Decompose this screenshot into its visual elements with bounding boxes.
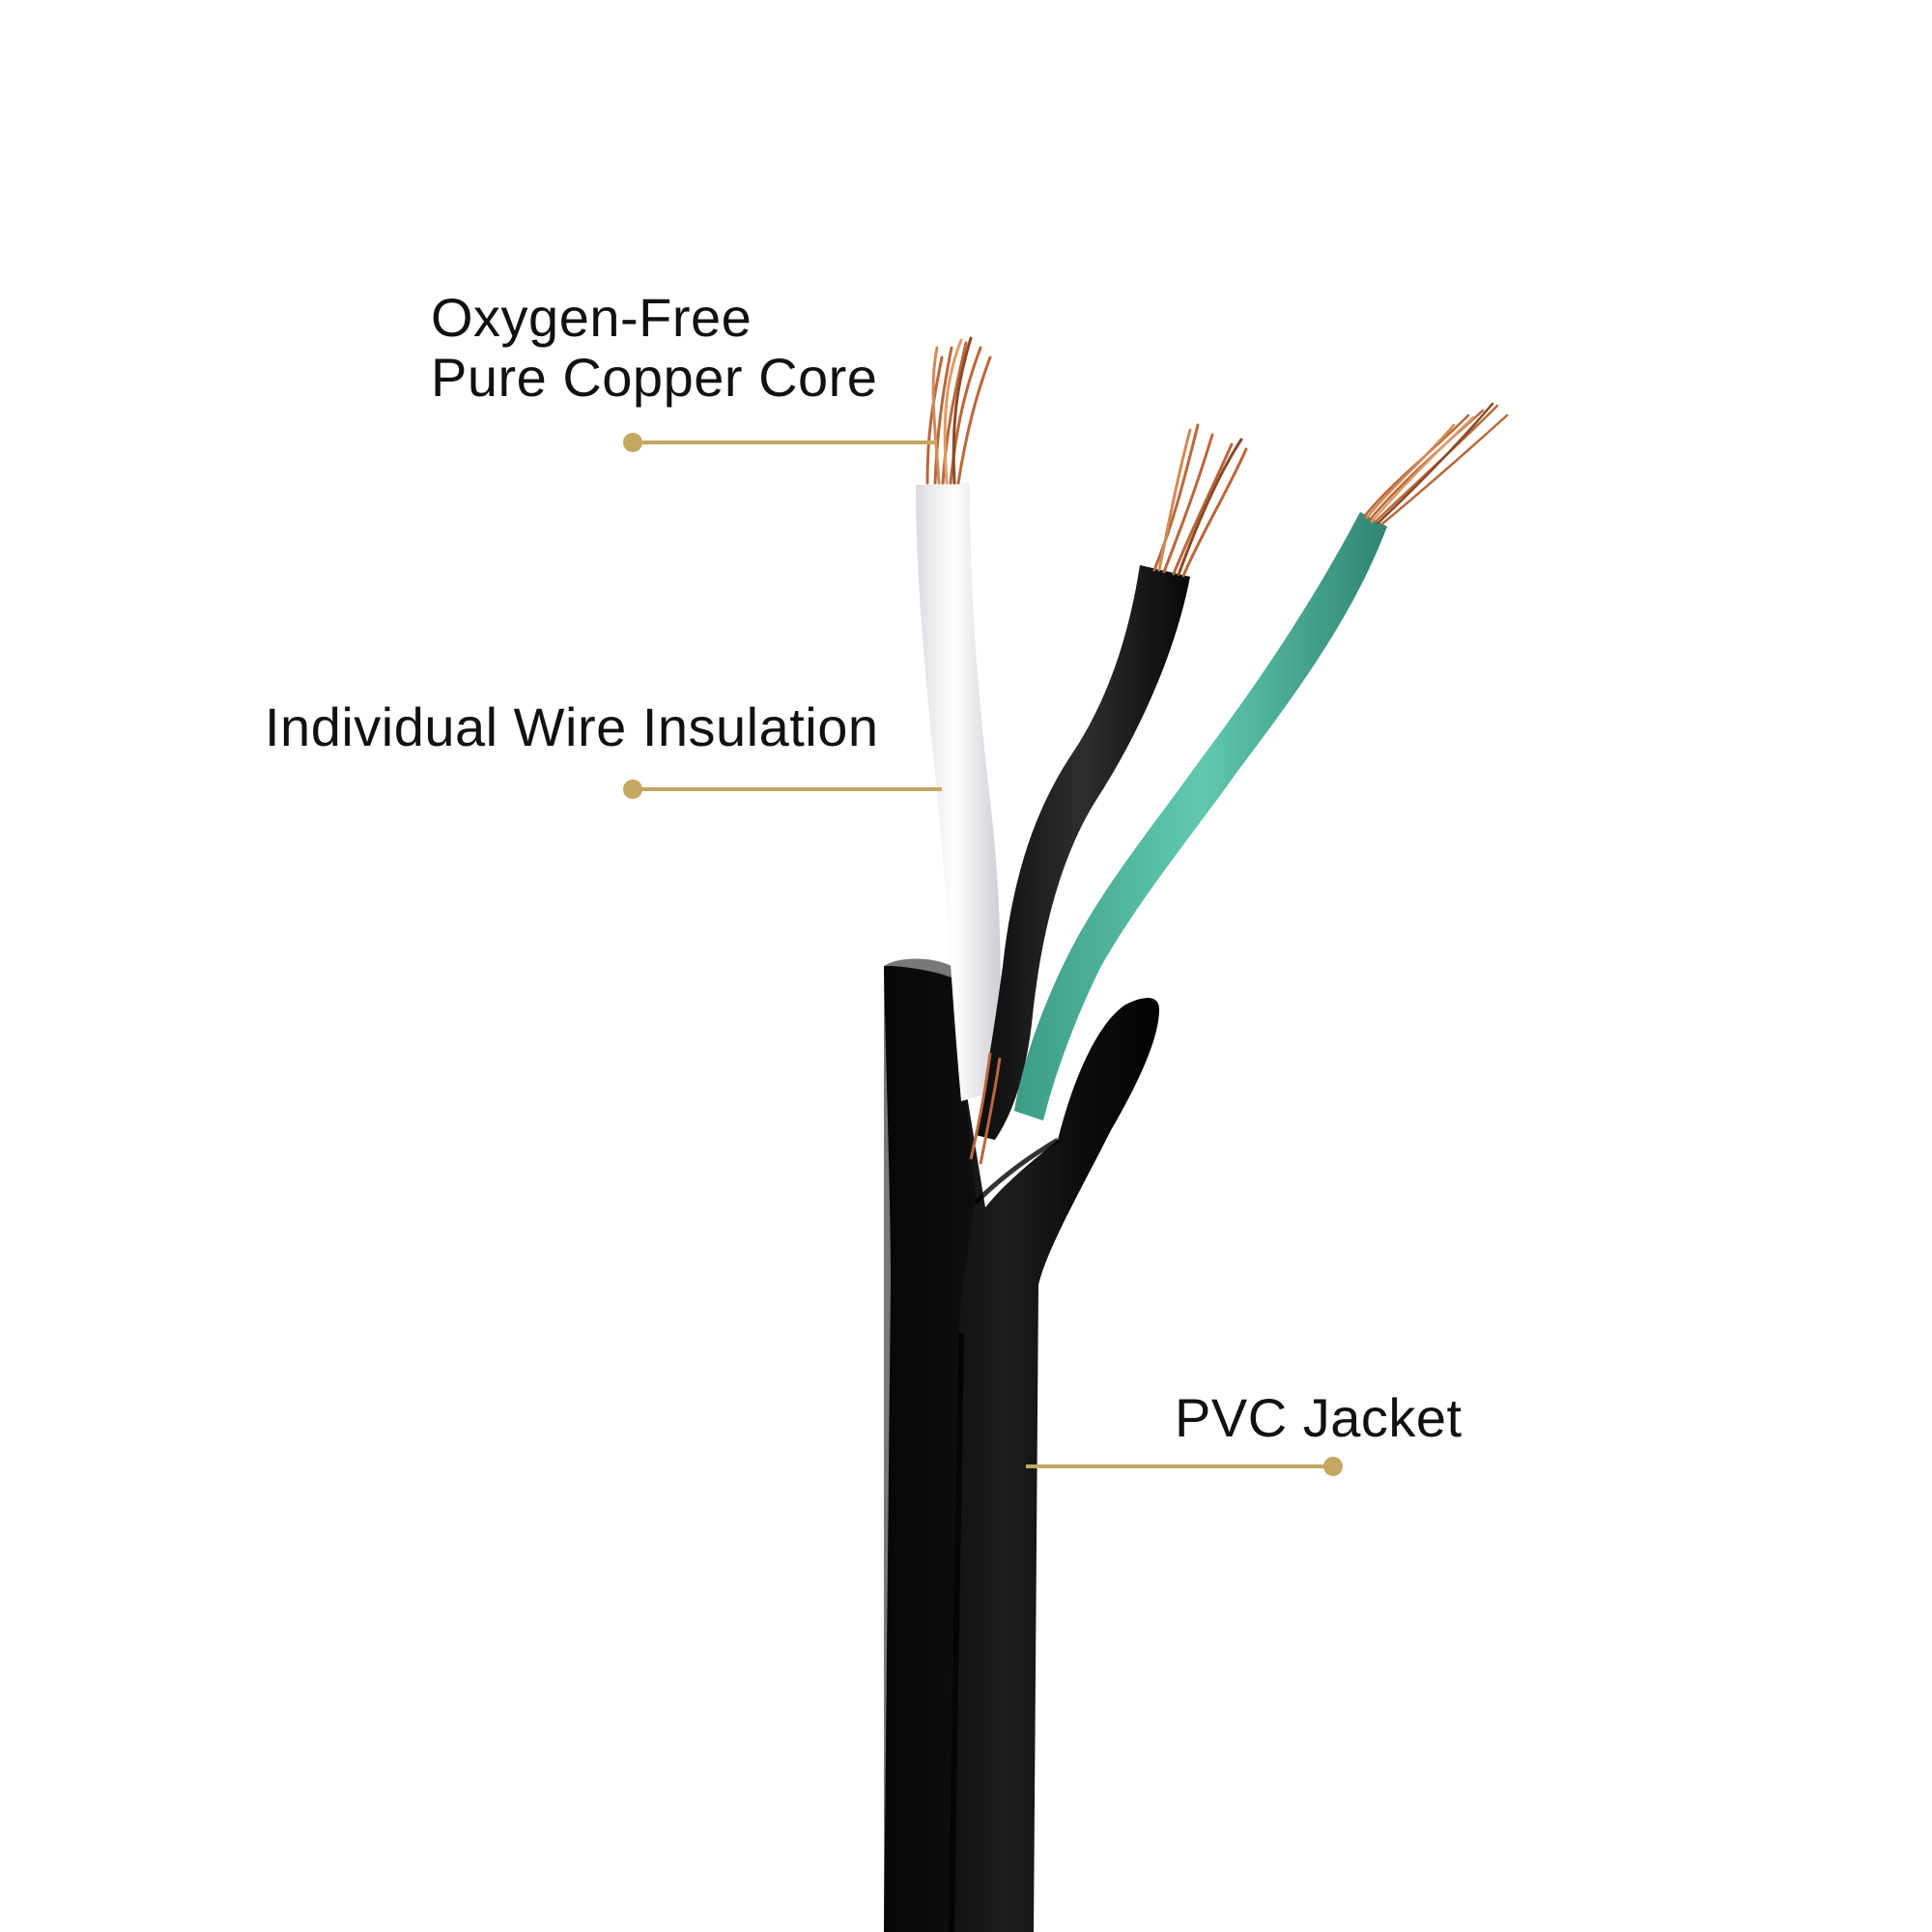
green-wire <box>1014 512 1387 1121</box>
callout-core <box>623 433 937 452</box>
callout-dot-icon <box>1323 1457 1343 1476</box>
white-wire <box>916 483 1001 1101</box>
copper-strands-white <box>925 336 992 485</box>
label-copper-core: Oxygen-Free Pure Copper Core <box>431 288 877 408</box>
callout-insulation <box>623 780 942 799</box>
pvc-jacket <box>884 958 1159 1932</box>
label-pvc-jacket: PVC Jacket <box>1175 1387 1463 1448</box>
copper-strands-black <box>1152 423 1248 578</box>
callout-jacket <box>1026 1457 1343 1476</box>
label-copper-core-line1: Oxygen-Free <box>431 287 753 348</box>
copper-strands-green <box>1362 402 1509 526</box>
callout-dot-icon <box>623 780 642 799</box>
label-wire-insulation: Individual Wire Insulation <box>265 696 879 757</box>
callout-dot-icon <box>623 433 642 452</box>
label-copper-core-line2: Pure Copper Core <box>431 347 878 408</box>
copper-strands-split <box>969 1052 1002 1165</box>
black-wire <box>976 565 1190 1140</box>
